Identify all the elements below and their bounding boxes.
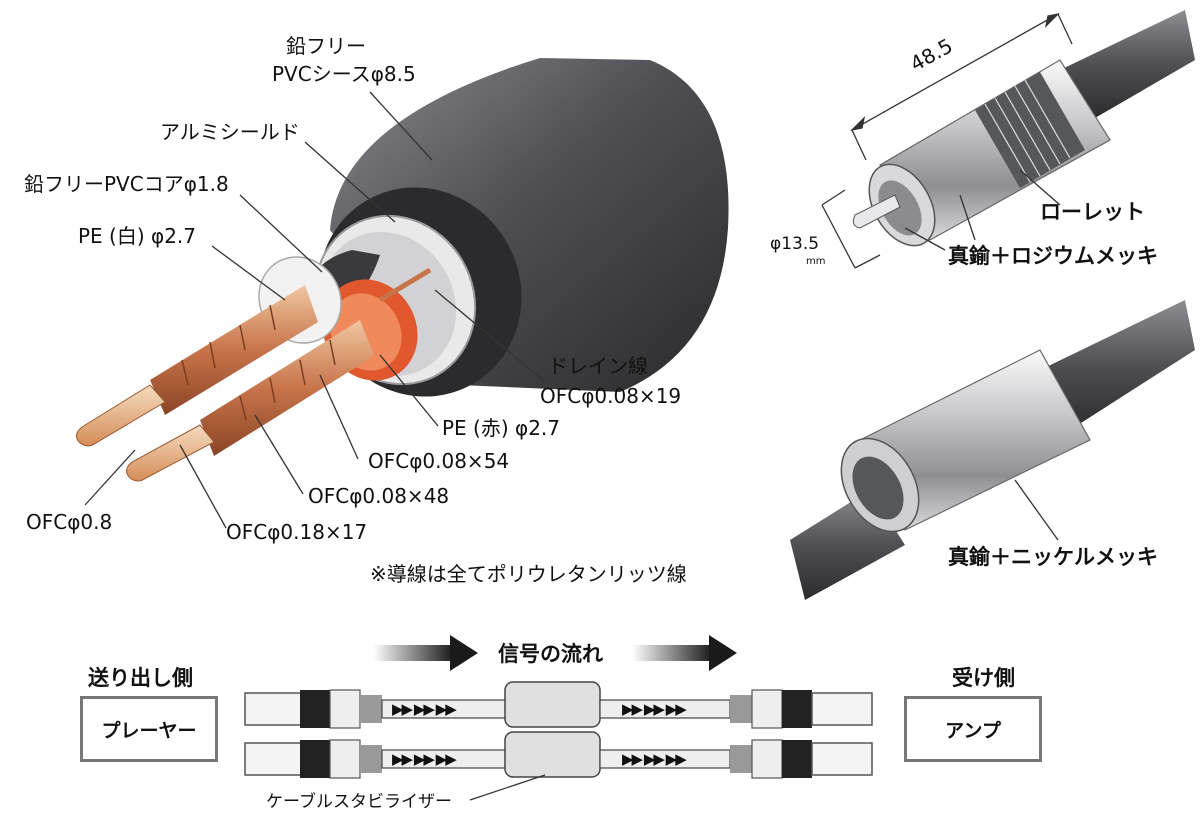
strand-bundle-lower <box>200 320 374 456</box>
strand-bundle-upper <box>150 285 318 415</box>
player-box: プレーヤー <box>80 696 218 762</box>
plug-pin <box>852 194 901 229</box>
ofc-17-label: OFCφ0.18×17 <box>226 520 368 544</box>
litz-note: ※導線は全てポリウレタンリッツ線 <box>370 562 687 586</box>
ofc-48-label: OFCφ0.08×48 <box>308 484 450 508</box>
shield-label: アルミシールド <box>160 120 300 144</box>
cable-leader-lines <box>84 91 546 529</box>
stabilizer-detail-illustration <box>790 300 1195 600</box>
detail-cable-right <box>1040 300 1195 430</box>
plug-diameter-unit: mm <box>806 256 826 267</box>
chevrons-bottom-left: ▶▶ ▶▶ ▶▶ <box>392 750 457 768</box>
rca-plug-illustration <box>852 10 1195 247</box>
pe-white-label: PE (白) φ2.7 <box>78 224 197 248</box>
flow-cable-bottom <box>244 731 873 779</box>
jacket-label-line2: PVCシースφ8.5 <box>272 62 416 86</box>
drain-wire <box>378 267 432 303</box>
plug-cable <box>1060 10 1195 118</box>
flow-cable-top <box>244 681 873 729</box>
chevrons-bottom-right: ▶▶ ▶▶ ▶▶ <box>622 750 687 768</box>
cable-cutaway-illustration <box>76 58 729 482</box>
amp-box: アンプ <box>904 696 1042 762</box>
stabilizer-flow-leader <box>469 774 546 801</box>
pe-red-label: PE (赤) φ2.7 <box>442 416 561 440</box>
stabilizer-label: ケーブルスタビライザー <box>266 792 452 812</box>
stabilizer-plating-label: 真鍮＋ニッケルメッキ <box>948 545 1158 569</box>
send-side-label: 送り出し側 <box>88 666 193 690</box>
conductor-lower <box>126 424 215 482</box>
chevrons-top-left: ▶▶ ▶▶ ▶▶ <box>392 700 457 718</box>
receive-side-label: 受け側 <box>952 666 1015 690</box>
ofc-54-label: OFCφ0.08×54 <box>368 449 510 473</box>
signal-flow-arrows <box>373 635 737 671</box>
plug-diameter-label: φ13.5 <box>770 234 820 254</box>
core-label: 鉛フリーPVCコアφ1.8 <box>24 172 229 196</box>
knurl-label: ローレット <box>1040 200 1145 224</box>
drain-label-line1: ドレイン線 <box>548 354 648 378</box>
conductor-upper <box>76 384 166 447</box>
plug-dimension-lines <box>821 12 1073 269</box>
signal-flow-title: 信号の流れ <box>498 642 603 666</box>
chevrons-top-right: ▶▶ ▶▶ ▶▶ <box>622 700 687 718</box>
drain-label-line2: OFCφ0.08×19 <box>540 384 682 408</box>
stabilizer-leader <box>1014 479 1059 541</box>
jacket-label-line1: 鉛フリー <box>286 34 366 58</box>
ofc-08-label: OFCφ0.8 <box>26 510 113 534</box>
plug-plating-label: 真鍮＋ロジウムメッキ <box>948 244 1158 268</box>
